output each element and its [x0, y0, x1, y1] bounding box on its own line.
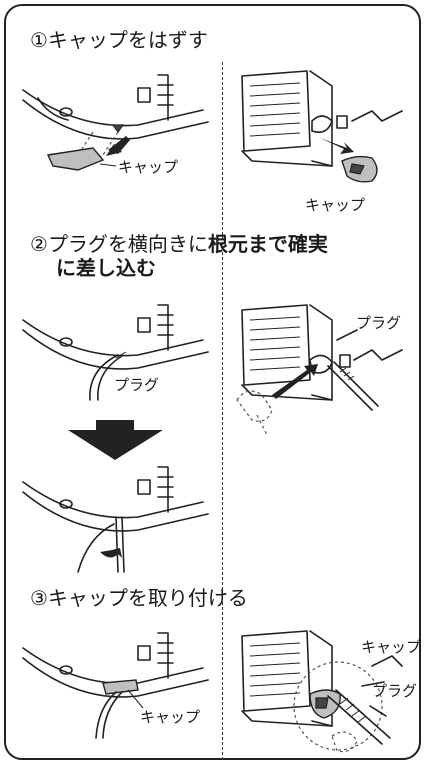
- step-2-left-bottom-illustration: [22, 466, 209, 573]
- step-1-right-illustration: [241, 70, 403, 183]
- step-2-left-top-illustration: [22, 304, 209, 401]
- step-2-plug-label-right: プラグ: [356, 314, 402, 332]
- step-2-title-plain: プラグを横向きに: [47, 232, 208, 256]
- step-3-plug-label-right: プラグ: [372, 682, 418, 700]
- step-2-title-bold-2: に差し込む: [56, 256, 156, 280]
- step-3-left-illustration: [22, 632, 209, 739]
- step-1-title: キャップをはずす: [47, 28, 208, 52]
- step-3-cap-label-right: キャップ: [361, 638, 422, 656]
- step-2-number: ②: [30, 232, 48, 256]
- step-1-cap-label-right: キャップ: [305, 196, 366, 214]
- column-divider: [222, 62, 223, 760]
- step-3-number: ③: [30, 586, 48, 610]
- step-2-right-illustration: [236, 304, 403, 436]
- step-1-left-illustration: [22, 74, 209, 171]
- step-2-heading: ②プラグを横向きに根元まで確実 に差し込む: [30, 232, 410, 280]
- instruction-frame: [4, 4, 421, 760]
- step-2-plug-label-left: プラグ: [114, 376, 160, 394]
- step-3-right-illustration: [241, 630, 403, 753]
- step-3-heading: ③キャップを取り付ける: [30, 586, 248, 610]
- step-3-cap-label-left: キャップ: [140, 708, 201, 726]
- step-1-heading: ①キャップをはずす: [30, 28, 208, 52]
- step-1-number: ①: [30, 28, 48, 52]
- step-1-cap-label-left: キャップ: [118, 158, 179, 176]
- step-3-title: キャップを取り付ける: [47, 586, 248, 610]
- down-arrow-icon: [68, 420, 163, 460]
- step-2-title-bold-1: 根元まで確実: [207, 232, 328, 256]
